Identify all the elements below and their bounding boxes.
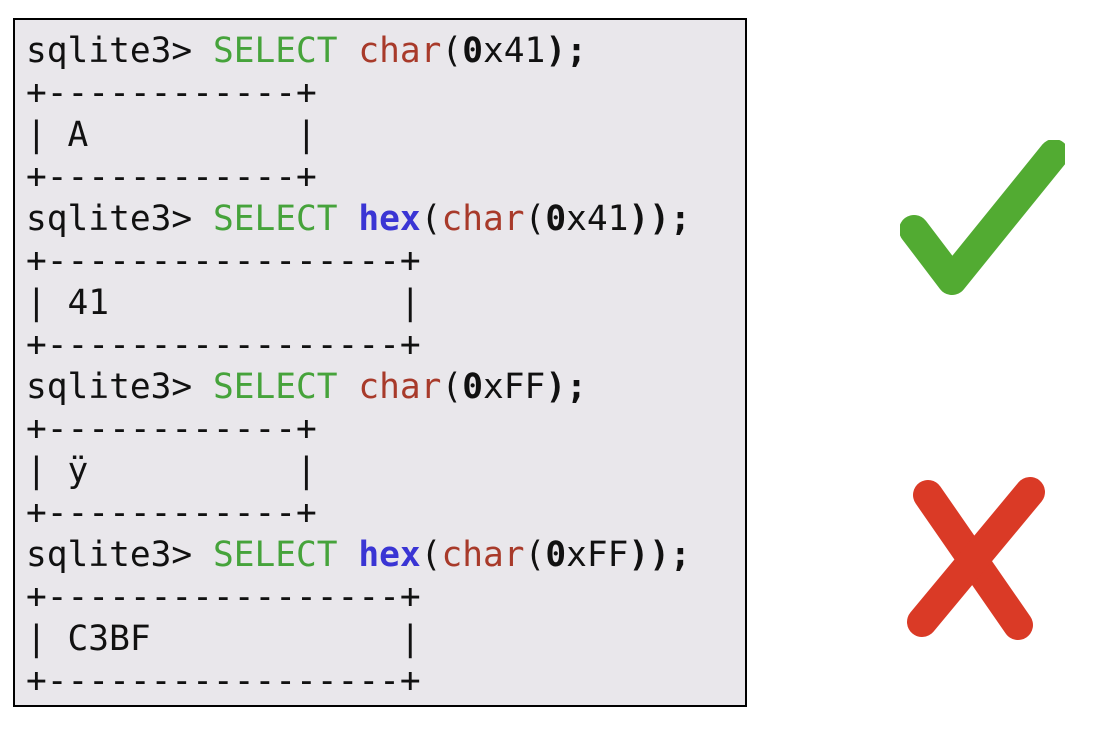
- hex-literal: xFF: [566, 535, 629, 575]
- check-icon: [900, 140, 1065, 295]
- hex-literal: x41: [566, 199, 629, 239]
- select-keyword: SELECT: [212, 31, 338, 71]
- command-line: sqlite3> SELECT hex(char(0x41));: [26, 199, 691, 239]
- select-keyword: SELECT: [212, 199, 338, 239]
- char-function: char: [358, 367, 442, 407]
- prompt: sqlite3>: [26, 535, 213, 575]
- result-border-top: +-----------------+: [26, 241, 421, 281]
- hex-function: hex: [358, 199, 421, 239]
- result-border-top: +-----------------+: [26, 577, 421, 617]
- result-border-bottom: +-----------------+: [26, 325, 421, 365]
- result-border-bottom: +-----------------+: [26, 661, 421, 701]
- statement-tail: ));: [628, 199, 691, 239]
- hex-zero: 0: [545, 199, 567, 239]
- result-border-bottom: +------------+: [26, 493, 317, 533]
- result-row: | ÿ |: [26, 451, 317, 491]
- statement-tail: );: [545, 31, 587, 71]
- statement-tail: ));: [628, 535, 691, 575]
- char-function: char: [441, 535, 525, 575]
- cross-icon: [907, 477, 1045, 640]
- result-border-top: +------------+: [26, 73, 317, 113]
- hex-literal: x41: [483, 31, 546, 71]
- hex-literal: xFF: [483, 367, 546, 407]
- result-row: | C3BF |: [26, 619, 421, 659]
- statement-tail: );: [545, 367, 587, 407]
- hex-zero: 0: [545, 535, 567, 575]
- prompt: sqlite3>: [26, 367, 213, 407]
- prompt: sqlite3>: [26, 31, 213, 71]
- sqlite-terminal: sqlite3> SELECT char(0x41); +-----------…: [13, 18, 747, 707]
- hex-zero: 0: [462, 31, 483, 71]
- command-line: sqlite3> SELECT char(0xFF);: [26, 367, 587, 407]
- char-function: char: [358, 31, 442, 71]
- hex-zero: 0: [462, 367, 483, 407]
- char-function: char: [441, 199, 525, 239]
- command-line: sqlite3> SELECT hex(char(0xFF));: [26, 535, 691, 575]
- prompt: sqlite3>: [26, 199, 213, 239]
- command-line: sqlite3> SELECT char(0x41);: [26, 31, 587, 71]
- result-row: | 41 |: [26, 283, 421, 323]
- result-border-bottom: +------------+: [26, 157, 317, 197]
- select-keyword: SELECT: [212, 535, 338, 575]
- hex-function: hex: [358, 535, 421, 575]
- select-keyword: SELECT: [212, 367, 338, 407]
- result-row: | A |: [26, 115, 317, 155]
- result-border-top: +------------+: [26, 409, 317, 449]
